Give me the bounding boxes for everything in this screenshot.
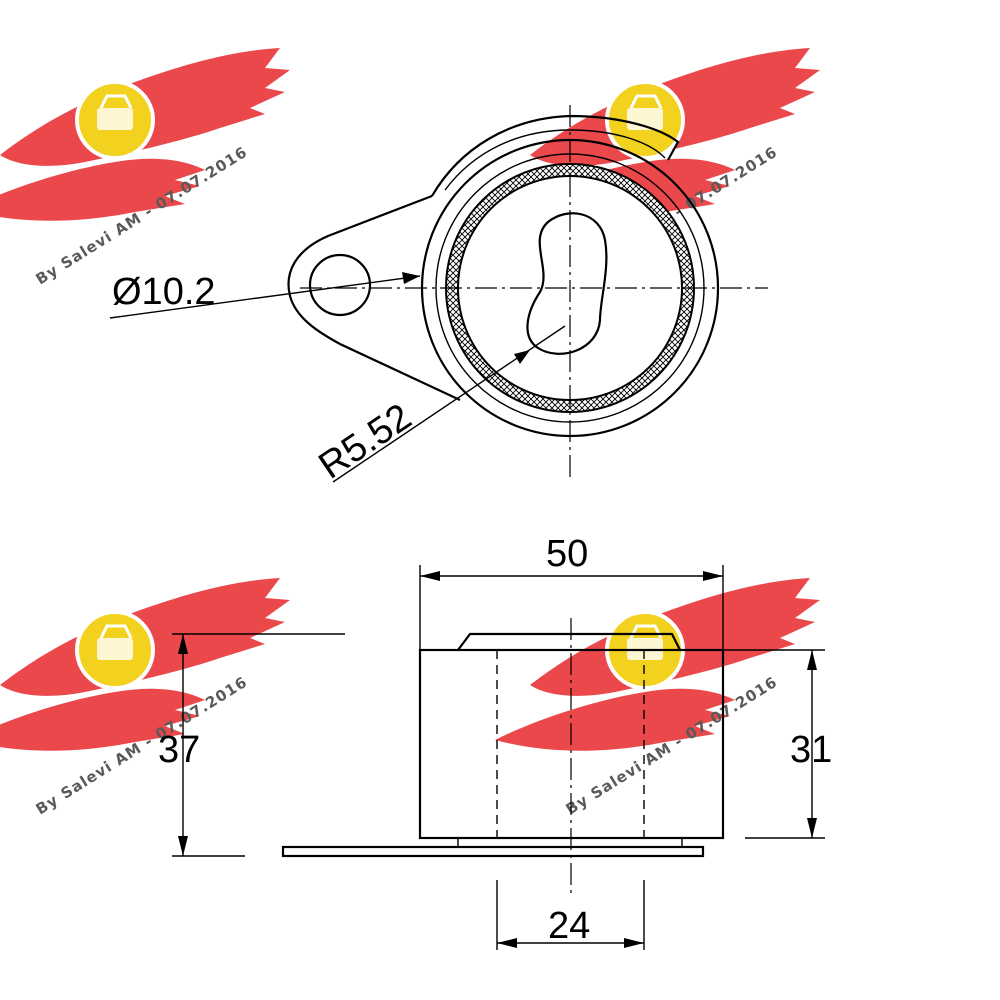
hole-diameter-label: Ø10.2	[112, 271, 216, 313]
bracket-arm	[287, 194, 461, 401]
watermark-bottom-left: By Salevi AM - 07.07.2016	[0, 576, 292, 818]
total-height-label: 37	[158, 729, 200, 771]
side-view: 50 37 31 24	[158, 533, 832, 950]
watermark-bottom-right: By Salevi AM - 07.07.2016	[493, 576, 822, 818]
adjustment-slot	[526, 212, 608, 355]
width-label: 50	[546, 533, 588, 575]
watermark-top-left: By Salevi AM - 07.07.2016	[0, 46, 292, 288]
base-plate	[281, 845, 705, 858]
pulley-height-label: 31	[790, 729, 832, 771]
housing-inner-edge	[444, 129, 666, 191]
bolt-hole	[308, 253, 372, 317]
radius-label: R5.52	[312, 396, 420, 488]
inner-width-label: 24	[548, 905, 590, 947]
